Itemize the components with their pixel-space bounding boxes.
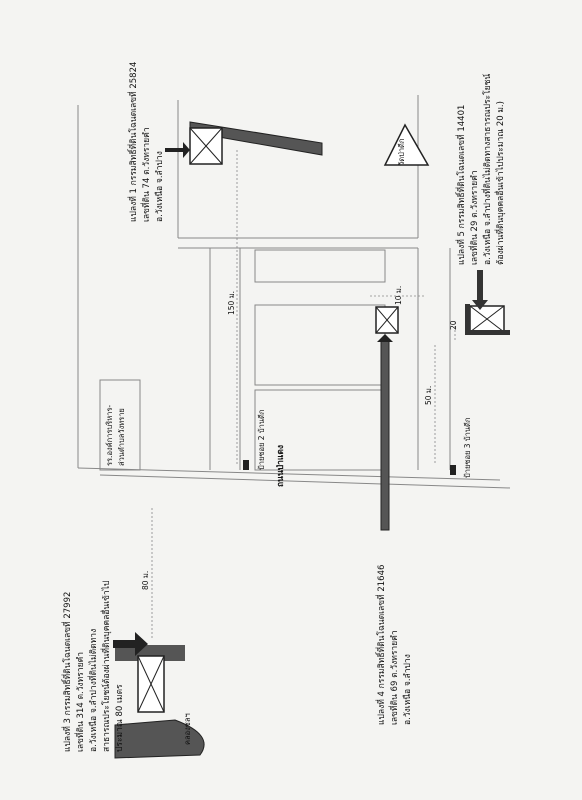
- road-name-label: ถนนป่าแดง: [276, 444, 286, 487]
- parcel-5-line3: อ.วังเหนือ จ.ลำปางที่ดินไม่ติดทางสาธารณป…: [483, 73, 493, 265]
- parcel-1-description: แปลงที่ 1 กรรมสิทธิ์ที่ดินโฉนดเลขที่ 258…: [128, 62, 167, 222]
- parcel-3-marker: [113, 632, 205, 759]
- parcel-5-marker: [465, 270, 510, 335]
- distance-50-label: 50 ม.: [424, 385, 433, 405]
- parcel-5-line1: แปลงที่ 5 กรรมสิทธิ์ที่ดินโฉนดเลขที่ 144…: [457, 104, 467, 265]
- parcel-1-line1: แปลงที่ 1 กรรมสิทธิ์ที่ดินโฉนดเลขที่ 258…: [129, 61, 139, 222]
- soi-signs: [243, 460, 456, 475]
- temple-label: วัดป่าดีก: [397, 138, 406, 166]
- main-road: [77, 105, 511, 489]
- office-label-line1: รร.องค์การบริหาร-: [105, 404, 114, 466]
- parcel-3-line3: อ.วังเหนือ จ.ลำปางที่ดินไม่ติดทาง: [89, 628, 99, 752]
- parcel-4-line2: เลขที่ดิน 69 ต.วังทรายคำ: [390, 630, 400, 725]
- parcel-1-marker: [165, 121, 323, 165]
- office-label: รร.องค์การบริหาร- ส่วนตำบลวังทราย: [104, 405, 128, 466]
- canal-label: คลองชลฯ: [183, 713, 192, 745]
- parcel-4-description: แปลงที่ 4 กรรมสิทธิ์ที่ดินโฉนดเลขที่ 216…: [376, 565, 415, 725]
- office-label-line2: ส่วนตำบลวังทราย: [117, 408, 126, 466]
- parcel-3-line1: แปลงที่ 3 กรรมสิทธิ์ที่ดินโฉนดเลขที่ 279…: [63, 591, 73, 752]
- parcel-3-line2: เลขที่ดิน 314 ต.วังทรายคำ: [76, 651, 86, 752]
- distance-10-label: 10 ม.: [394, 285, 403, 305]
- distance-lines: [151, 150, 456, 640]
- parcel-5-line2: เลขที่ดิน 29 ต.วังทรายคำ: [470, 170, 480, 265]
- parcel-4-marker: [375, 306, 399, 531]
- distance-20-label: 20: [449, 320, 458, 330]
- distance-150-label: 150 ม.: [227, 290, 236, 315]
- land-blocks: [99, 249, 386, 471]
- parcel-5-line4: ต้องผ่านที่ดินบุคคลอื่นเข้าไปประมาณ 20 ม…: [496, 101, 506, 265]
- distance-80-label: 80 ม.: [141, 570, 150, 590]
- parcel-4-line1: แปลงที่ 4 กรรมสิทธิ์ที่ดินโฉนดเลขที่ 216…: [377, 564, 387, 725]
- parcel-3-line5: ประมาณ 80 เมตร: [115, 684, 125, 752]
- soi-2-sign-label: ป้ายซอย 2 บ้านดีก: [257, 409, 266, 470]
- parcel-1-line2: เลขที่ดิน 74 ต.วังทรายคำ: [142, 127, 152, 222]
- side-road-lines: [177, 95, 451, 470]
- temple-marker: [383, 123, 430, 166]
- soi-3-sign-label: ป้ายซอย 3 บ้านดีก: [463, 417, 472, 478]
- parcel-4-line3: อ.วังเหนือ จ.ลำปาง: [403, 654, 413, 725]
- parcel-5-description: แปลงที่ 5 กรรมสิทธิ์ที่ดินโฉนดเลขที่ 144…: [456, 74, 508, 265]
- parcel-3-line4: สาธารณประโยชน์ต้องผ่านที่ดินบุคคลอื่นเข้…: [102, 580, 112, 752]
- parcel-3-description: แปลงที่ 3 กรรมสิทธิ์ที่ดินโฉนดเลขที่ 279…: [62, 581, 127, 752]
- parcel-1-line3: อ.วังเหนือ จ.ลำปาง: [155, 151, 165, 222]
